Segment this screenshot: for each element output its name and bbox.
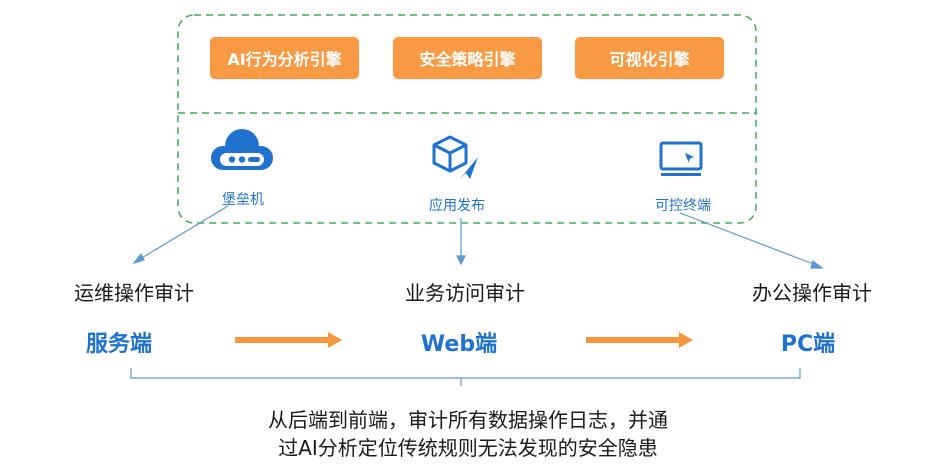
- flow-arrow-2-shaft: [586, 337, 682, 343]
- cloud-server-icon: [211, 129, 273, 170]
- endpoint-server: 服务端: [85, 332, 153, 357]
- endpoint-web: Web端: [420, 332, 498, 357]
- flow-arrow-1-head: [328, 332, 342, 348]
- engine-visualization: 可视化引擎: [575, 37, 724, 79]
- engine-security-policy: 安全策略引擎: [393, 37, 542, 79]
- platform-container: [177, 14, 757, 224]
- engine-ai-behavior: AI行为分析引擎: [210, 37, 359, 79]
- monitor-cursor-icon: [659, 141, 703, 176]
- connector-left-arrowhead: [132, 252, 145, 265]
- engine-label: 可视化引擎: [609, 50, 690, 69]
- audit-title-office: 办公操作审计: [752, 281, 872, 305]
- endpoint-pc: PC端: [780, 332, 836, 357]
- connector-right-arrowhead: [810, 259, 824, 269]
- audit-title-business: 业务访问审计: [405, 281, 525, 305]
- summary-line-2: 过AI分析定位传统规则无法发现的安全隐患: [278, 436, 658, 460]
- engine-label: AI行为分析引擎: [227, 50, 342, 69]
- summary-line-1: 从后端到前端，审计所有数据操作日志，并通: [268, 408, 668, 432]
- cube-cursor-icon: [432, 135, 478, 179]
- component-label-app-publish: 应用发布: [429, 198, 485, 214]
- bottom-brace: [130, 368, 801, 386]
- component-label-bastion: 堡垒机: [222, 192, 264, 208]
- flow-arrow-1-shaft: [235, 337, 331, 343]
- connector-right: [679, 212, 817, 266]
- engine-label: 安全策略引擎: [419, 50, 516, 69]
- connector-left: [139, 205, 229, 260]
- connector-middle-arrowhead: [456, 255, 466, 266]
- flow-arrow-2-head: [679, 332, 693, 348]
- component-label-terminal: 可控终端: [655, 198, 711, 214]
- audit-title-ops: 运维操作审计: [74, 281, 194, 305]
